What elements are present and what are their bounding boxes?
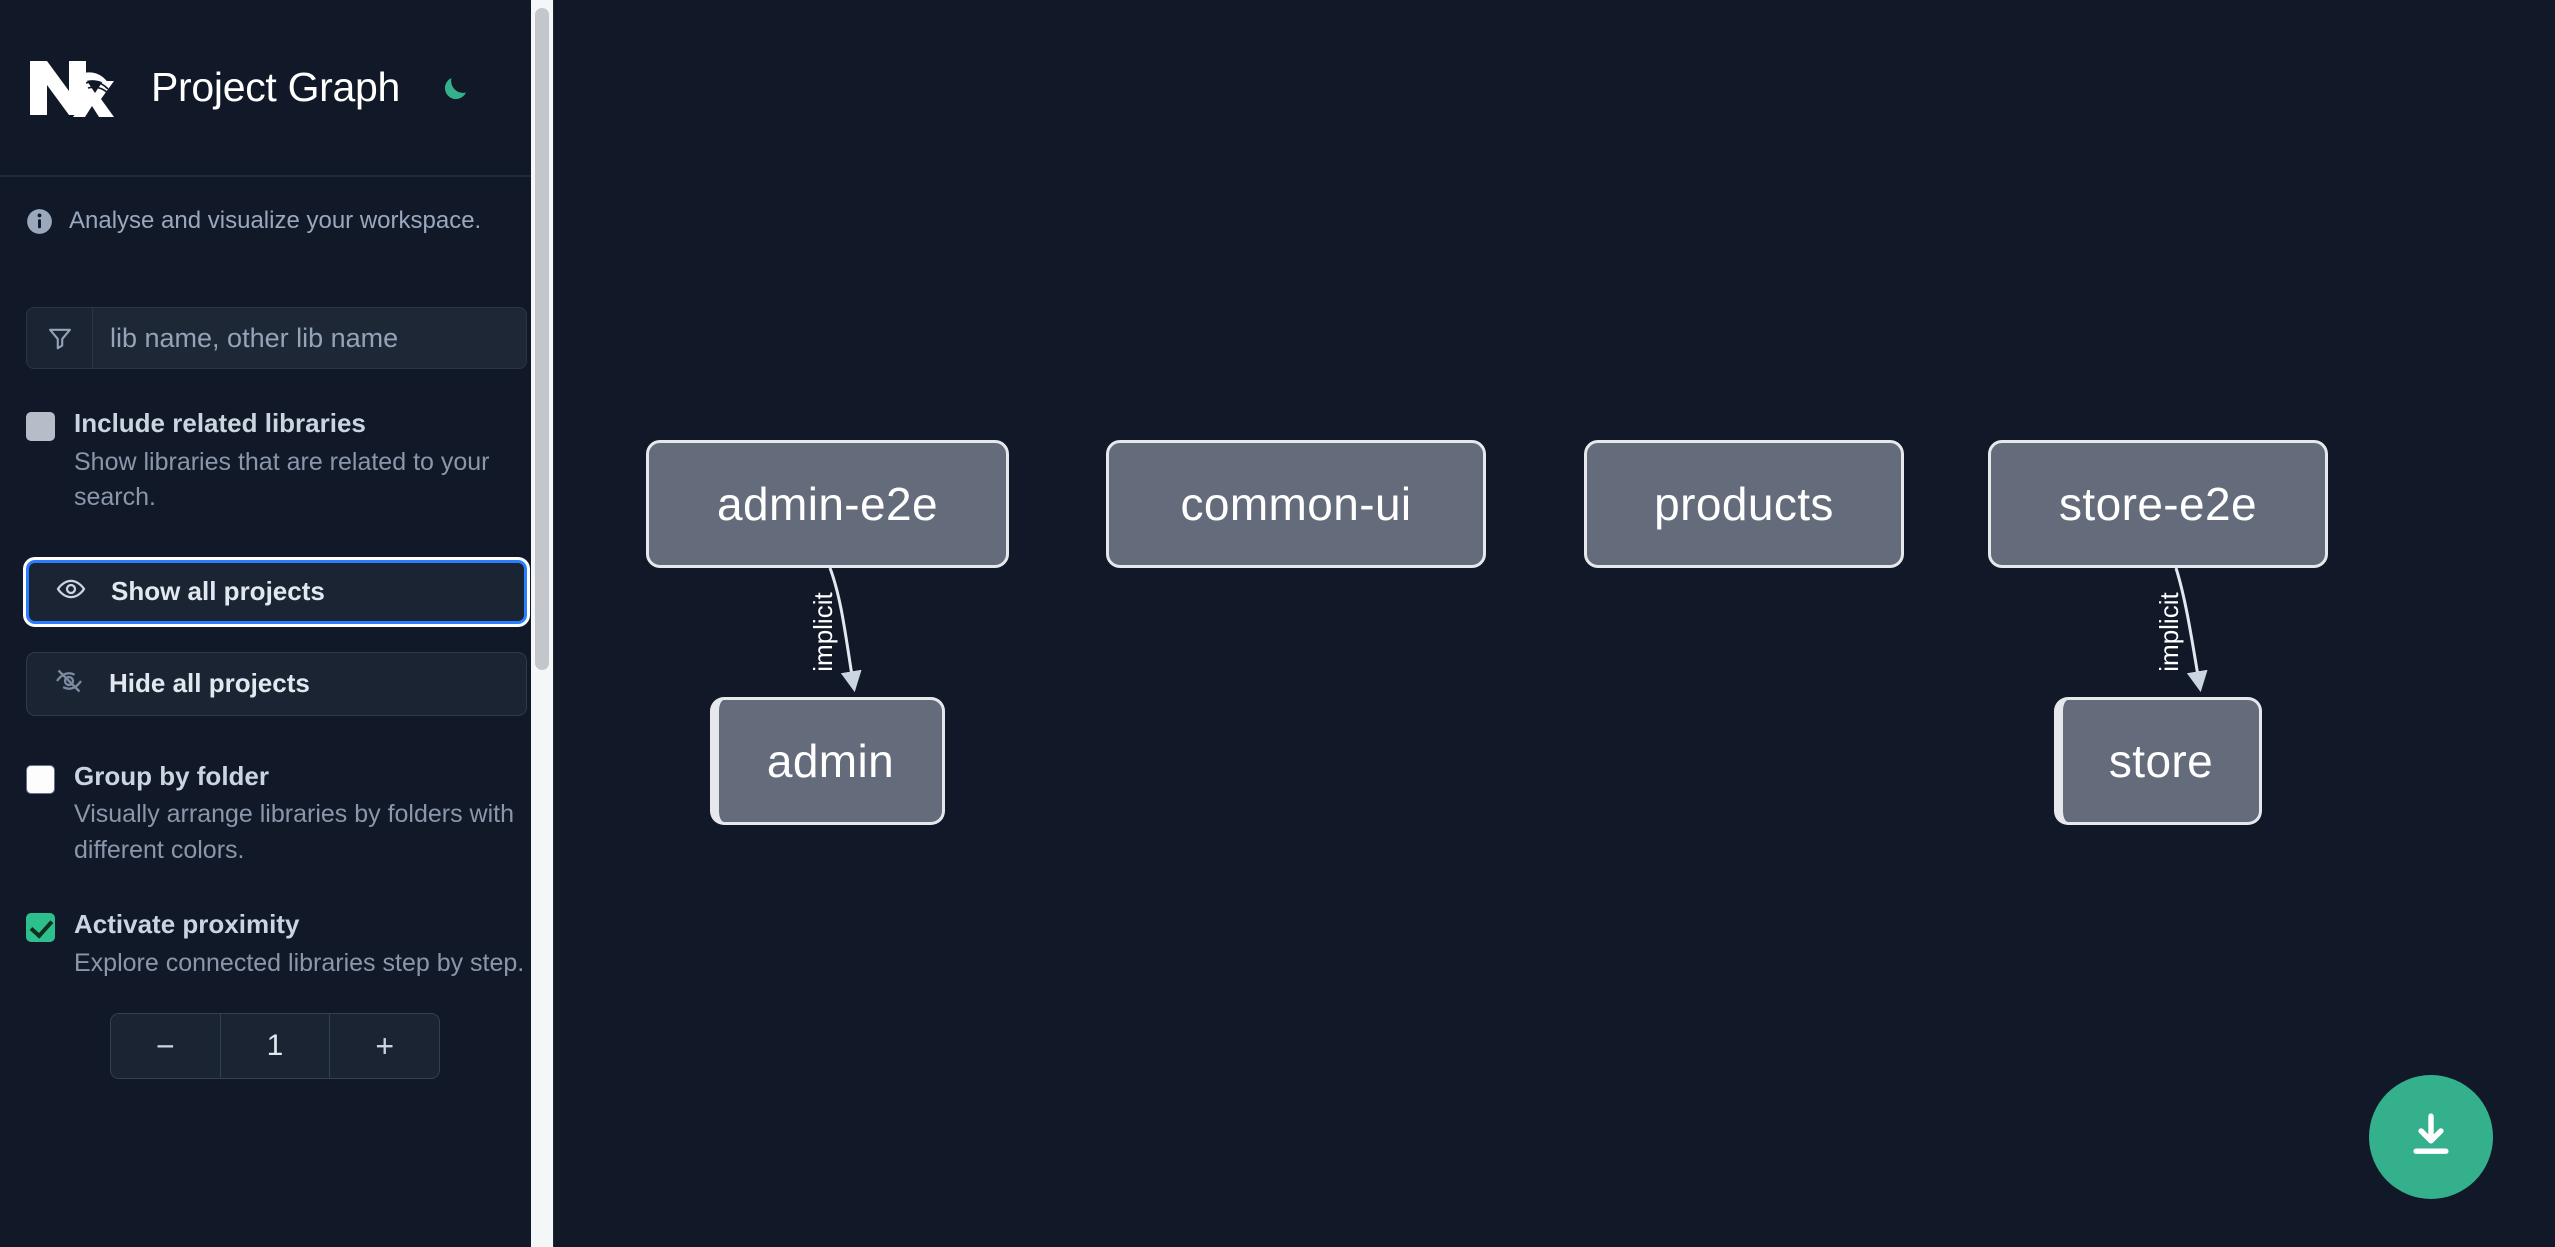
option-group-by-folder: Group by folder Visually arrange librari… [0, 760, 553, 869]
workspace-info-text: Analyse and visualize your workspace. [69, 207, 482, 234]
group-by-folder-description: Visually arrange libraries by folders wi… [74, 800, 515, 864]
project-graph-canvas[interactable]: implicit implicit admin-e2e common-ui pr… [553, 0, 2555, 1247]
show-all-projects-button[interactable]: Show all projects [26, 559, 527, 624]
info-circle-icon [26, 208, 53, 235]
edge-label-implicit-store: implicit [2154, 592, 2184, 672]
sidebar: Project Graph Analyse and visualize your… [0, 0, 553, 1247]
show-all-projects-wrap: Show all projects [0, 559, 553, 624]
hide-all-projects-label: Hide all projects [109, 668, 310, 698]
graph-node-admin[interactable]: admin [710, 697, 945, 825]
sidebar-header: Project Graph [0, 0, 553, 177]
proximity-stepper: − 1 + [110, 1013, 440, 1079]
edge-admin-e2e-admin [828, 567, 862, 693]
sidebar-scrollbar-thumb[interactable] [535, 8, 549, 670]
eye-off-icon [54, 666, 84, 701]
show-all-projects-label: Show all projects [111, 576, 325, 606]
eye-icon [56, 574, 86, 609]
sidebar-scrollbar[interactable] [531, 0, 553, 1247]
search-input[interactable] [93, 308, 526, 368]
activate-proximity-checkbox[interactable] [26, 913, 55, 942]
hide-all-projects-button[interactable]: Hide all projects [26, 651, 527, 716]
group-by-folder-label: Group by folder [74, 760, 269, 791]
graph-node-store[interactable]: store [2054, 697, 2262, 825]
activate-proximity-label: Activate proximity [74, 909, 300, 939]
edge-label-implicit-admin: implicit [808, 592, 838, 672]
include-related-checkbox[interactable] [26, 412, 55, 441]
download-icon [2404, 1108, 2458, 1167]
hide-all-projects-wrap: Hide all projects [0, 651, 553, 716]
proximity-value[interactable]: 1 [219, 1014, 331, 1078]
download-graph-button[interactable] [2369, 1075, 2493, 1199]
activate-proximity-description: Explore connected libraries step by step… [74, 948, 525, 977]
include-related-description: Show libraries that are related to your … [74, 447, 490, 512]
edge-store-e2e-store [2174, 567, 2208, 693]
group-by-folder-checkbox[interactable] [26, 764, 55, 794]
option-include-related: Include related libraries Show libraries… [0, 407, 553, 516]
page-title: Project Graph [151, 64, 401, 110]
sidebar-scroll-area: Project Graph Analyse and visualize your… [0, 0, 553, 1247]
search-bar [26, 307, 527, 369]
graph-node-products[interactable]: products [1584, 440, 1904, 568]
graph-node-admin-e2e[interactable]: admin-e2e [646, 440, 1009, 568]
proximity-decrement-button[interactable]: − [111, 1014, 220, 1078]
workspace-info: Analyse and visualize your workspace. [0, 177, 553, 235]
graph-edges: implicit implicit [808, 567, 2208, 693]
graph-node-common-ui[interactable]: common-ui [1106, 440, 1486, 568]
proximity-increment-button[interactable]: + [330, 1014, 439, 1078]
option-activate-proximity: Activate proximity Explore connected lib… [0, 908, 553, 981]
nx-logo-icon [26, 57, 114, 119]
include-related-label: Include related libraries [74, 408, 366, 438]
graph-node-store-e2e[interactable]: store-e2e [1988, 440, 2328, 568]
moon-icon[interactable] [436, 68, 476, 108]
funnel-icon[interactable] [27, 308, 93, 368]
